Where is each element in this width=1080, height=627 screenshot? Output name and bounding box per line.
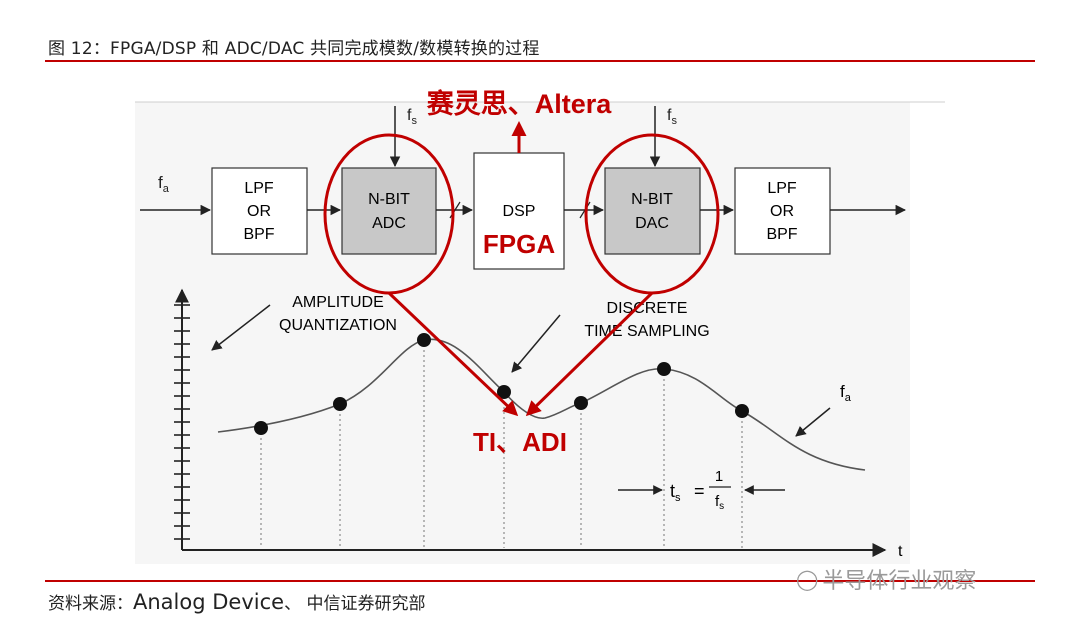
curve-fa-label: fa bbox=[840, 382, 852, 404]
xilinx-altera-label: 赛灵思、Altera bbox=[426, 88, 613, 119]
sample-point bbox=[574, 396, 588, 410]
discrete-line-2: TIME SAMPLING bbox=[584, 323, 709, 340]
sample-point bbox=[333, 397, 347, 411]
source-line: 资料来源：Analog Device、 中信证券研究部 bbox=[48, 589, 425, 614]
dac-line-1: N-BIT bbox=[631, 191, 673, 208]
curve-fa-arrow bbox=[795, 407, 831, 437]
quantization-ticks bbox=[174, 304, 190, 540]
vendor-annotations: 赛灵思、Altera FPGA TI、ADI bbox=[323, 88, 720, 457]
block5-line-1: LPF bbox=[767, 180, 797, 197]
dac-block bbox=[604, 167, 701, 255]
block1-line-3: BPF bbox=[243, 226, 274, 243]
sample-point bbox=[417, 333, 431, 347]
top-divider bbox=[45, 60, 1035, 62]
bottom-divider bbox=[45, 580, 1035, 582]
lpf-bpf-block-2 bbox=[734, 167, 831, 255]
fpga-label: FPGA bbox=[483, 229, 555, 259]
block5-line-3: BPF bbox=[766, 226, 797, 243]
sample-point bbox=[657, 362, 671, 376]
lpf-bpf-block-1 bbox=[211, 167, 308, 255]
dac-fs-label: fs bbox=[667, 107, 677, 127]
source-name: Analog Device bbox=[133, 590, 285, 614]
source-suffix: 、 中信证券研究部 bbox=[284, 594, 426, 614]
sample-points bbox=[254, 333, 749, 435]
ts-frac-den: fs bbox=[715, 493, 724, 512]
adc-vendor-arrow bbox=[387, 291, 519, 417]
dac-vendor-arrow bbox=[525, 291, 654, 417]
adc-fs-label: fs bbox=[407, 107, 417, 127]
sample-point bbox=[735, 404, 749, 418]
watermark-text: 半导体行业观察 bbox=[822, 569, 977, 594]
sample-guides bbox=[260, 340, 743, 548]
ts-frac-num: 1 bbox=[715, 468, 723, 485]
ts-label: ts bbox=[670, 481, 681, 504]
watermark: ◯半导体行业观察 bbox=[796, 563, 976, 595]
block1-line-2: OR bbox=[247, 203, 271, 220]
discrete-arrow bbox=[511, 314, 561, 373]
ti-adi-label: TI、ADI bbox=[473, 427, 567, 457]
adc-line-2: ADC bbox=[372, 215, 406, 232]
sample-point bbox=[497, 385, 511, 399]
dsp-label: DSP bbox=[503, 203, 536, 220]
discrete-line-1: DISCRETE bbox=[607, 300, 688, 317]
amp-quant-line-2: QUANTIZATION bbox=[279, 317, 397, 334]
amp-quant-arrow bbox=[211, 304, 271, 351]
source-prefix: 资料来源： bbox=[48, 594, 133, 614]
dac-line-2: DAC bbox=[635, 215, 669, 232]
amp-quant-line-1: AMPLITUDE bbox=[292, 294, 384, 311]
dsp-block bbox=[473, 152, 565, 270]
adc-block bbox=[341, 167, 437, 255]
block5-line-2: OR bbox=[770, 203, 794, 220]
time-axis-label: t bbox=[898, 543, 903, 560]
input-fa-label: fa bbox=[158, 173, 170, 195]
figure-title: 图 12：FPGA/DSP 和 ADC/DAC 共同完成模数/数模转换的过程 bbox=[48, 39, 540, 59]
ts-equals: = bbox=[694, 481, 705, 501]
wechat-icon: ◯ bbox=[796, 567, 819, 591]
sample-point bbox=[254, 421, 268, 435]
adc-line-1: N-BIT bbox=[368, 191, 410, 208]
block1-line-1: LPF bbox=[244, 180, 274, 197]
